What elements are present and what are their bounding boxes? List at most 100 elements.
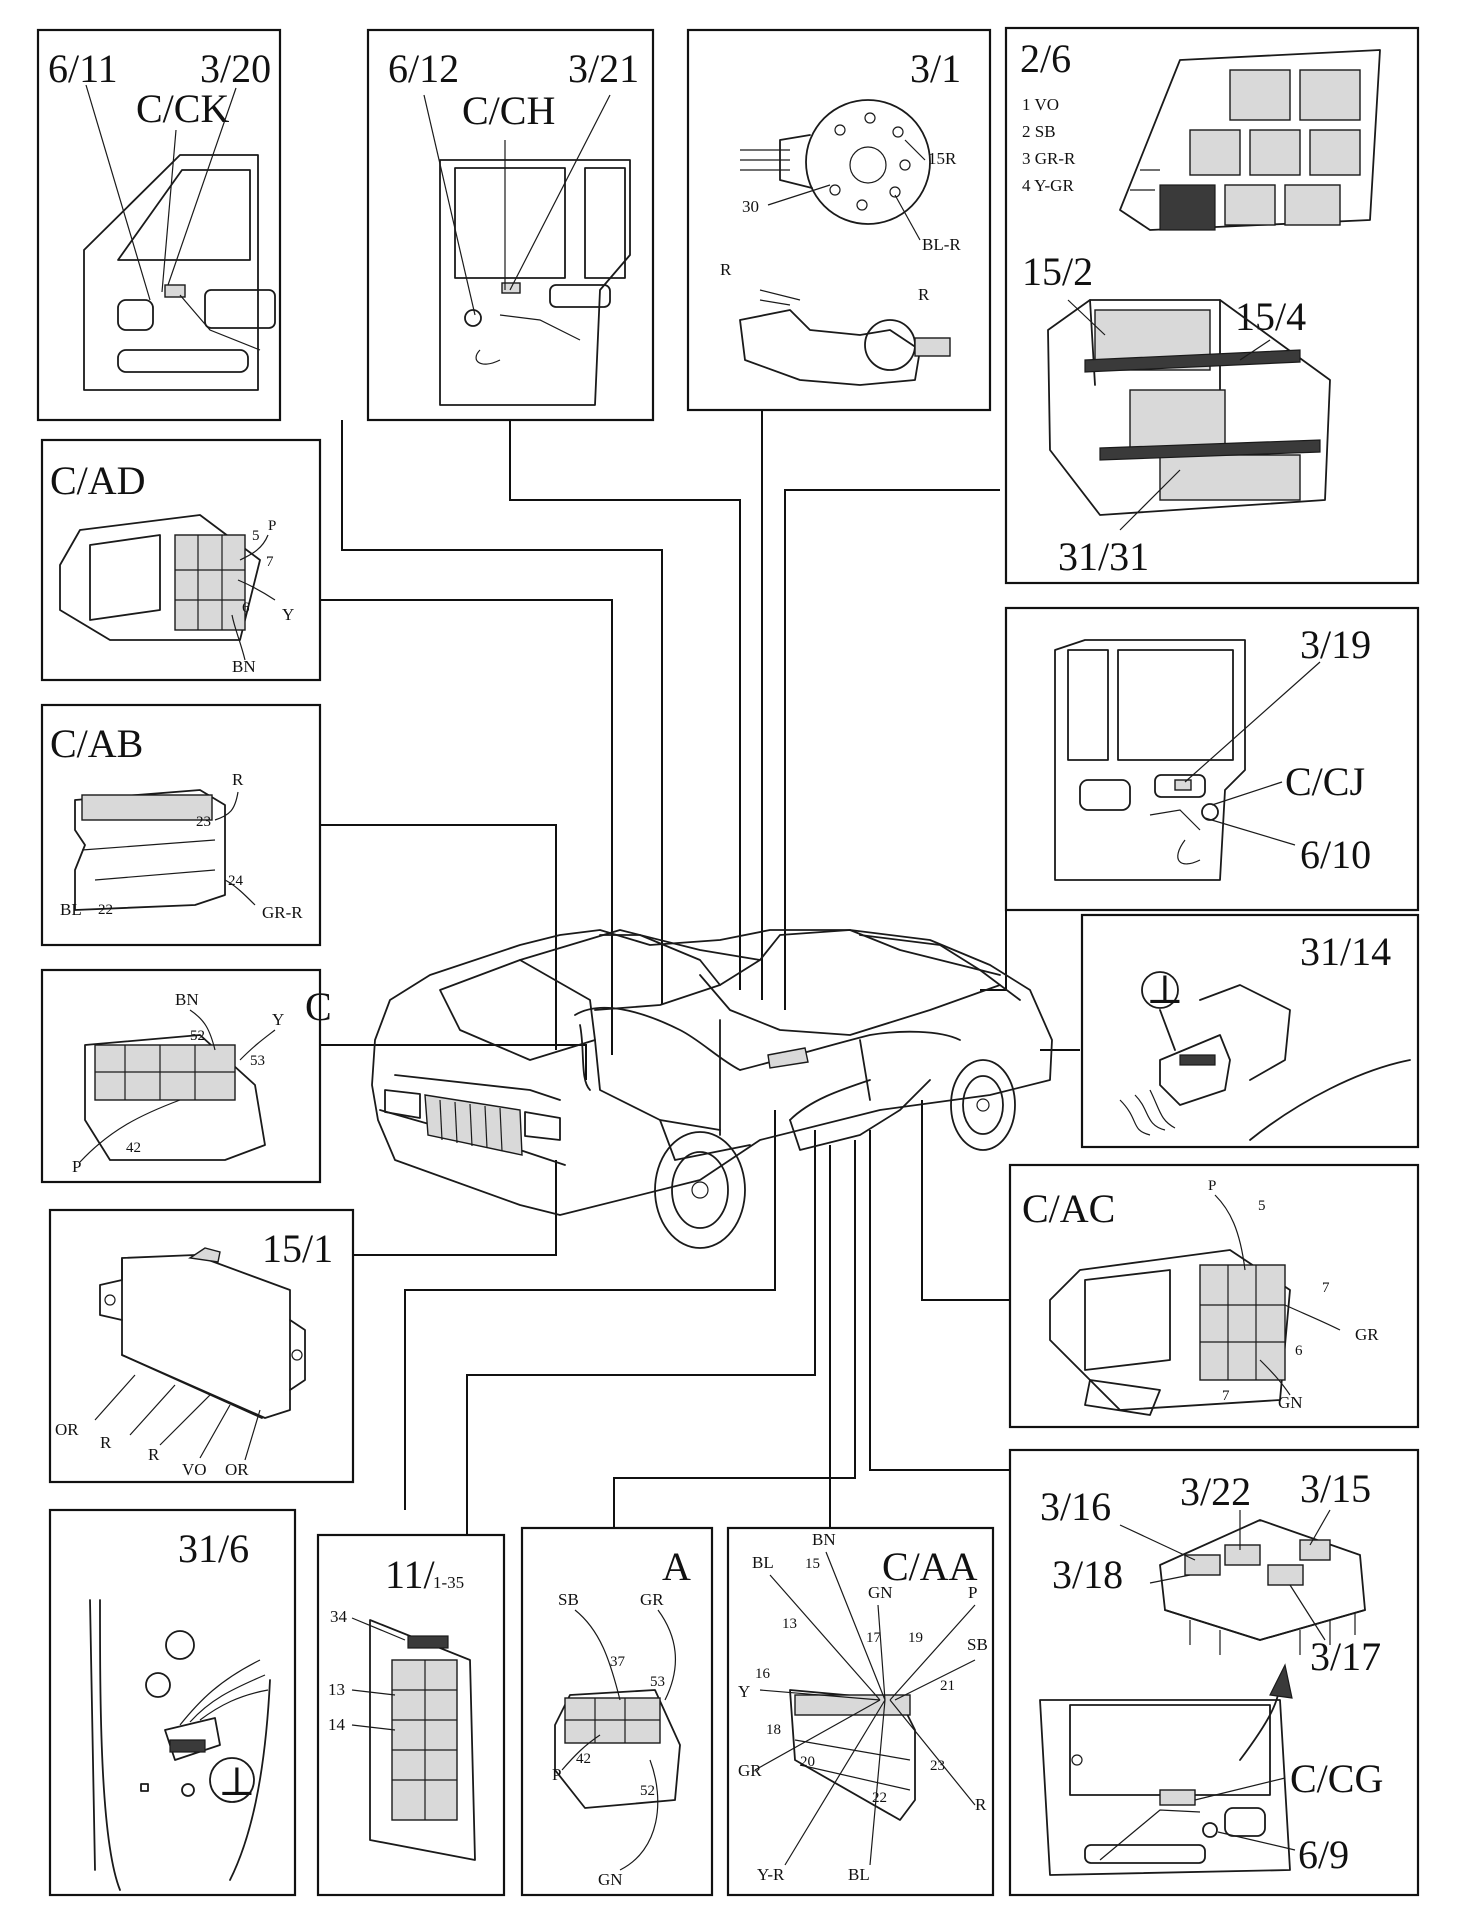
pin-23: 23	[196, 814, 211, 830]
wire-gr: GR	[640, 1590, 664, 1609]
wire-bl-r: BL-R	[922, 235, 961, 254]
wire-r-left: R	[720, 260, 732, 279]
pin-16: 16	[755, 1666, 771, 1682]
wire-bl: BL	[60, 900, 82, 919]
label-15-2: 15/2	[1022, 249, 1093, 294]
pin-20: 20	[800, 1754, 815, 1770]
wire-bn: BN	[812, 1530, 836, 1549]
label-15-4: 15/4	[1235, 294, 1306, 339]
wire-r-2: R	[148, 1445, 160, 1464]
pin-53: 53	[250, 1053, 265, 1069]
label-cac: C/AC	[1022, 1186, 1115, 1231]
wire-p: P	[968, 1583, 977, 1602]
pin-19: 19	[908, 1630, 923, 1646]
label-6-11: 6/11	[48, 46, 118, 91]
label-6-9: 6/9	[1298, 1832, 1349, 1877]
panel-a: A SB GR 37 53 42 P 52 GN	[520, 1526, 714, 1897]
pin-p: P	[1208, 1178, 1216, 1194]
panel-ccg: 3/16 3/22 3/15 3/18 3/17 C/CG 6/9	[1008, 1448, 1420, 1897]
pin-42: 42	[576, 1751, 591, 1767]
wire-or-2: OR	[225, 1460, 249, 1479]
label-31-31: 31/31	[1058, 534, 1149, 579]
label-3-19: 3/19	[1300, 622, 1371, 667]
panel-ccj: 3/19 C/CJ 6/10	[1004, 606, 1420, 912]
panel-31-6: 31/6 ⊥	[48, 1508, 297, 1897]
wire-gn: GN	[598, 1870, 623, 1889]
wire-gn: GN	[868, 1583, 893, 1602]
pin-p: P	[268, 518, 276, 534]
panel-31-14: 31/14 ⊥	[1080, 913, 1420, 1149]
list-1: 1 VO	[1022, 95, 1059, 114]
list-4: 4 Y-GR	[1022, 176, 1074, 195]
panel-cck: 6/11 3/20 C/CK	[36, 28, 282, 422]
pin-42: 42	[126, 1140, 141, 1156]
wire-y: Y	[282, 605, 294, 624]
wire-vo: VO	[182, 1460, 207, 1479]
wire-bn: BN	[175, 990, 199, 1009]
label-3-18: 3/18	[1052, 1552, 1123, 1597]
pin-14: 14	[328, 1715, 346, 1734]
label-cab: C/AB	[50, 721, 143, 766]
panel-11: 11/ 1-35 34 13 14	[316, 1533, 506, 1897]
wire-y: Y	[272, 1010, 284, 1029]
pin-34: 34	[330, 1607, 348, 1626]
wire-bn: BN	[232, 657, 256, 676]
wire-r: R	[975, 1795, 987, 1814]
pin-13: 13	[328, 1680, 345, 1699]
pin-53: 53	[650, 1674, 665, 1690]
label-31-6: 31/6	[178, 1526, 249, 1571]
label-31-14: 31/14	[1300, 929, 1391, 974]
wire-or-1: OR	[55, 1420, 79, 1439]
pin-21: 21	[940, 1678, 955, 1694]
wire-gr: GR	[1355, 1325, 1379, 1344]
wire-gn: GN	[1278, 1393, 1303, 1412]
list-2: 2 SB	[1022, 122, 1056, 141]
panel-cab: C/AB R 23 24 22 BL GR-R	[40, 703, 322, 947]
connector-ccg: C/CG	[1290, 1756, 1383, 1801]
label-c: C	[305, 984, 332, 1029]
wire-sb: SB	[967, 1635, 988, 1654]
wire-p: P	[552, 1765, 561, 1784]
wire-30: 30	[742, 197, 759, 216]
pin-6: 6	[1295, 1343, 1303, 1359]
wire-sb: SB	[558, 1590, 579, 1609]
panel-cad: C/AD P 5 7 6 Y BN	[40, 438, 322, 682]
connector-cck: C/CK	[136, 86, 229, 131]
pin-13: 13	[782, 1616, 797, 1632]
wire-bl-top: BL	[752, 1553, 774, 1572]
wire-y-r: Y-R	[757, 1865, 785, 1884]
label-cad: C/AD	[50, 458, 146, 503]
label-11: 11/	[385, 1552, 436, 1597]
label-3-21: 3/21	[568, 46, 639, 91]
panel-3-1: 3/1 15R 30 BL-R R R	[686, 28, 992, 412]
panel-c: C BN Y 52 53 42 P	[40, 968, 332, 1184]
pin-37: 37	[610, 1654, 626, 1670]
panel-cch: 6/12 3/21 C/CH	[366, 28, 655, 422]
connector-cch: C/CH	[462, 88, 555, 133]
wire-p: P	[72, 1157, 81, 1176]
label-3-15: 3/15	[1300, 1466, 1371, 1511]
wire-r-1: R	[100, 1433, 112, 1452]
pin-5: 5	[1258, 1198, 1266, 1214]
pin-5: 5	[252, 528, 260, 544]
pin-52: 52	[640, 1783, 655, 1799]
panel-15-1: 15/1 OR R R VO OR	[48, 1208, 355, 1484]
wire-r-bottom: R	[918, 285, 930, 304]
label-3-16: 3/16	[1040, 1484, 1111, 1529]
label-3-17: 3/17	[1310, 1634, 1381, 1679]
connector-ccj: C/CJ	[1285, 759, 1365, 804]
label-15-1: 15/1	[262, 1226, 333, 1271]
wire-15r: 15R	[928, 149, 957, 168]
label-3-22: 3/22	[1180, 1469, 1251, 1514]
wire-y: Y	[738, 1682, 750, 1701]
pin-22: 22	[98, 902, 113, 918]
pin-7: 7	[266, 554, 274, 570]
panel-2-6: 2/6 1 VO 2 SB 3 GR-R 4 Y-GR 15/2 15/4 31…	[1004, 26, 1420, 585]
ground-symbol: ⊥	[1146, 967, 1184, 1012]
label-3-20: 3/20	[200, 46, 271, 91]
pin-6: 6	[242, 600, 250, 616]
label-a: A	[662, 1544, 691, 1589]
wire-r: R	[232, 770, 244, 789]
pin-17: 17	[866, 1630, 882, 1646]
